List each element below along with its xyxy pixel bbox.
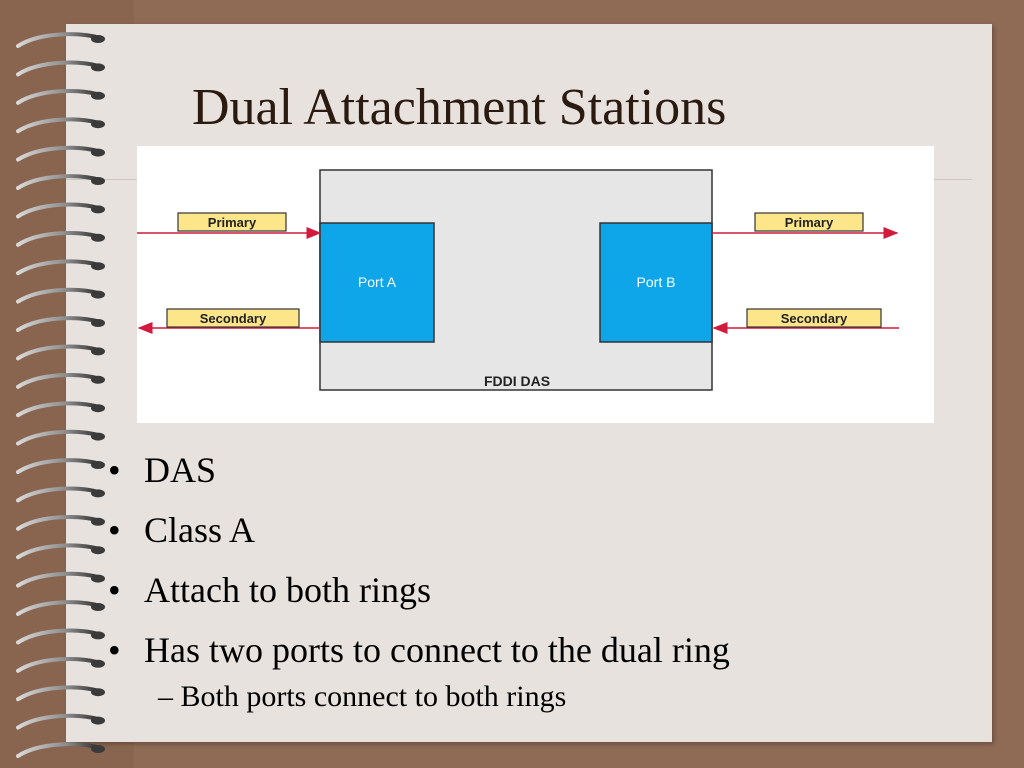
left-primary-label: Primary — [208, 215, 257, 230]
spiral-coil — [16, 742, 102, 758]
spiral-hole — [91, 404, 105, 413]
spiral-hole — [91, 319, 105, 327]
bullet-item: • Has two ports to connect to the dual ri… — [108, 620, 730, 680]
bullet-text: Class A — [144, 510, 256, 550]
dash-icon: – — [158, 680, 181, 713]
spiral-hole — [91, 347, 105, 356]
bullet-dot-icon: • — [108, 630, 121, 670]
bullet-text: Has two ports to connect to the dual rin… — [144, 630, 730, 670]
spiral-coil — [16, 372, 102, 389]
spiral-hole — [91, 461, 105, 469]
spiral-hole — [91, 574, 105, 583]
spiral-hole — [91, 148, 105, 157]
spiral-coil — [16, 316, 102, 332]
spiral-coil — [16, 543, 102, 560]
spiral-hole — [91, 489, 105, 498]
spiral-hole — [91, 262, 105, 271]
spiral-coil — [16, 287, 102, 304]
fddi-das-diagram: Port A Port B FDDI DAS Primary Secondary… — [137, 146, 934, 423]
spiral-hole — [91, 233, 105, 242]
spiral-coil — [16, 486, 102, 503]
left-primary-tag — [177, 212, 287, 232]
spiral-coil — [16, 60, 102, 77]
sub-bullet: – Both ports connect to both rings — [158, 680, 566, 714]
device-label: FDDI DAS — [484, 373, 550, 389]
spiral-coil — [16, 713, 102, 730]
spiral-coil — [16, 685, 102, 702]
spiral-hole — [91, 35, 105, 43]
spiral-hole — [91, 745, 105, 753]
bullet-text: Attach to both rings — [144, 570, 431, 610]
left-secondary-tag — [166, 308, 300, 328]
spiral-hole — [91, 290, 105, 299]
port-b-label: Port B — [637, 274, 676, 290]
spiral-hole — [91, 716, 105, 725]
spiral-coil — [16, 117, 102, 134]
spiral-coil — [16, 259, 102, 276]
spiral-coil — [16, 429, 102, 446]
bullet-item: • DAS — [108, 440, 730, 500]
spiral-hole — [91, 120, 105, 129]
port-a-label: Port A — [358, 274, 397, 290]
spiral-coil — [16, 458, 102, 474]
sub-bullet-text: Both ports connect to both rings — [180, 680, 567, 713]
spiral-coil — [16, 656, 102, 673]
right-primary-tag — [754, 212, 864, 232]
spiral-binding-icon — [16, 32, 105, 758]
spiral-coil — [16, 571, 102, 588]
spiral-hole — [91, 177, 105, 185]
spiral-hole — [91, 546, 105, 555]
bullet-dot-icon: • — [108, 570, 121, 610]
port-a-box — [319, 222, 435, 343]
spiral-coil — [16, 145, 102, 162]
right-secondary-label: Secondary — [781, 311, 848, 326]
spiral-coil — [16, 230, 102, 247]
spiral-hole — [91, 631, 105, 640]
spiral-hole — [91, 432, 105, 441]
slide-title: Dual Attachment Stations — [192, 79, 727, 136]
bullet-dot-icon: • — [108, 510, 121, 550]
spiral-hole — [91, 91, 105, 100]
spiral-coil — [16, 514, 102, 531]
left-secondary-label: Secondary — [200, 311, 267, 326]
spiral-coil — [16, 600, 102, 616]
spiral-hole — [91, 205, 105, 214]
spiral-coil — [16, 202, 102, 219]
bullet-dot-icon: • — [108, 450, 121, 490]
spiral-coil — [16, 88, 102, 105]
spiral-hole — [91, 688, 105, 697]
spiral-coil — [16, 344, 102, 361]
port-b-box — [599, 222, 713, 343]
spiral-hole — [91, 63, 105, 72]
spiral-coil — [16, 401, 102, 418]
spiral-coil — [16, 628, 102, 645]
bullet-text: DAS — [144, 450, 217, 490]
spiral-coil — [16, 174, 102, 190]
right-secondary-tag — [746, 308, 882, 328]
bullet-item: • Attach to both rings — [108, 560, 730, 620]
spiral-hole — [91, 603, 105, 611]
bullet-item: • Class A — [108, 500, 730, 560]
spiral-hole — [91, 375, 105, 384]
right-primary-label: Primary — [785, 215, 834, 230]
diagram-svg: Port A Port B FDDI DAS Primary Secondary… — [137, 169, 899, 391]
spiral-hole — [91, 517, 105, 526]
spiral-hole — [91, 659, 105, 668]
spiral-coil — [16, 32, 102, 48]
bullet-list: • DAS • Class A • Attach to both rings • Has… — [108, 440, 730, 680]
